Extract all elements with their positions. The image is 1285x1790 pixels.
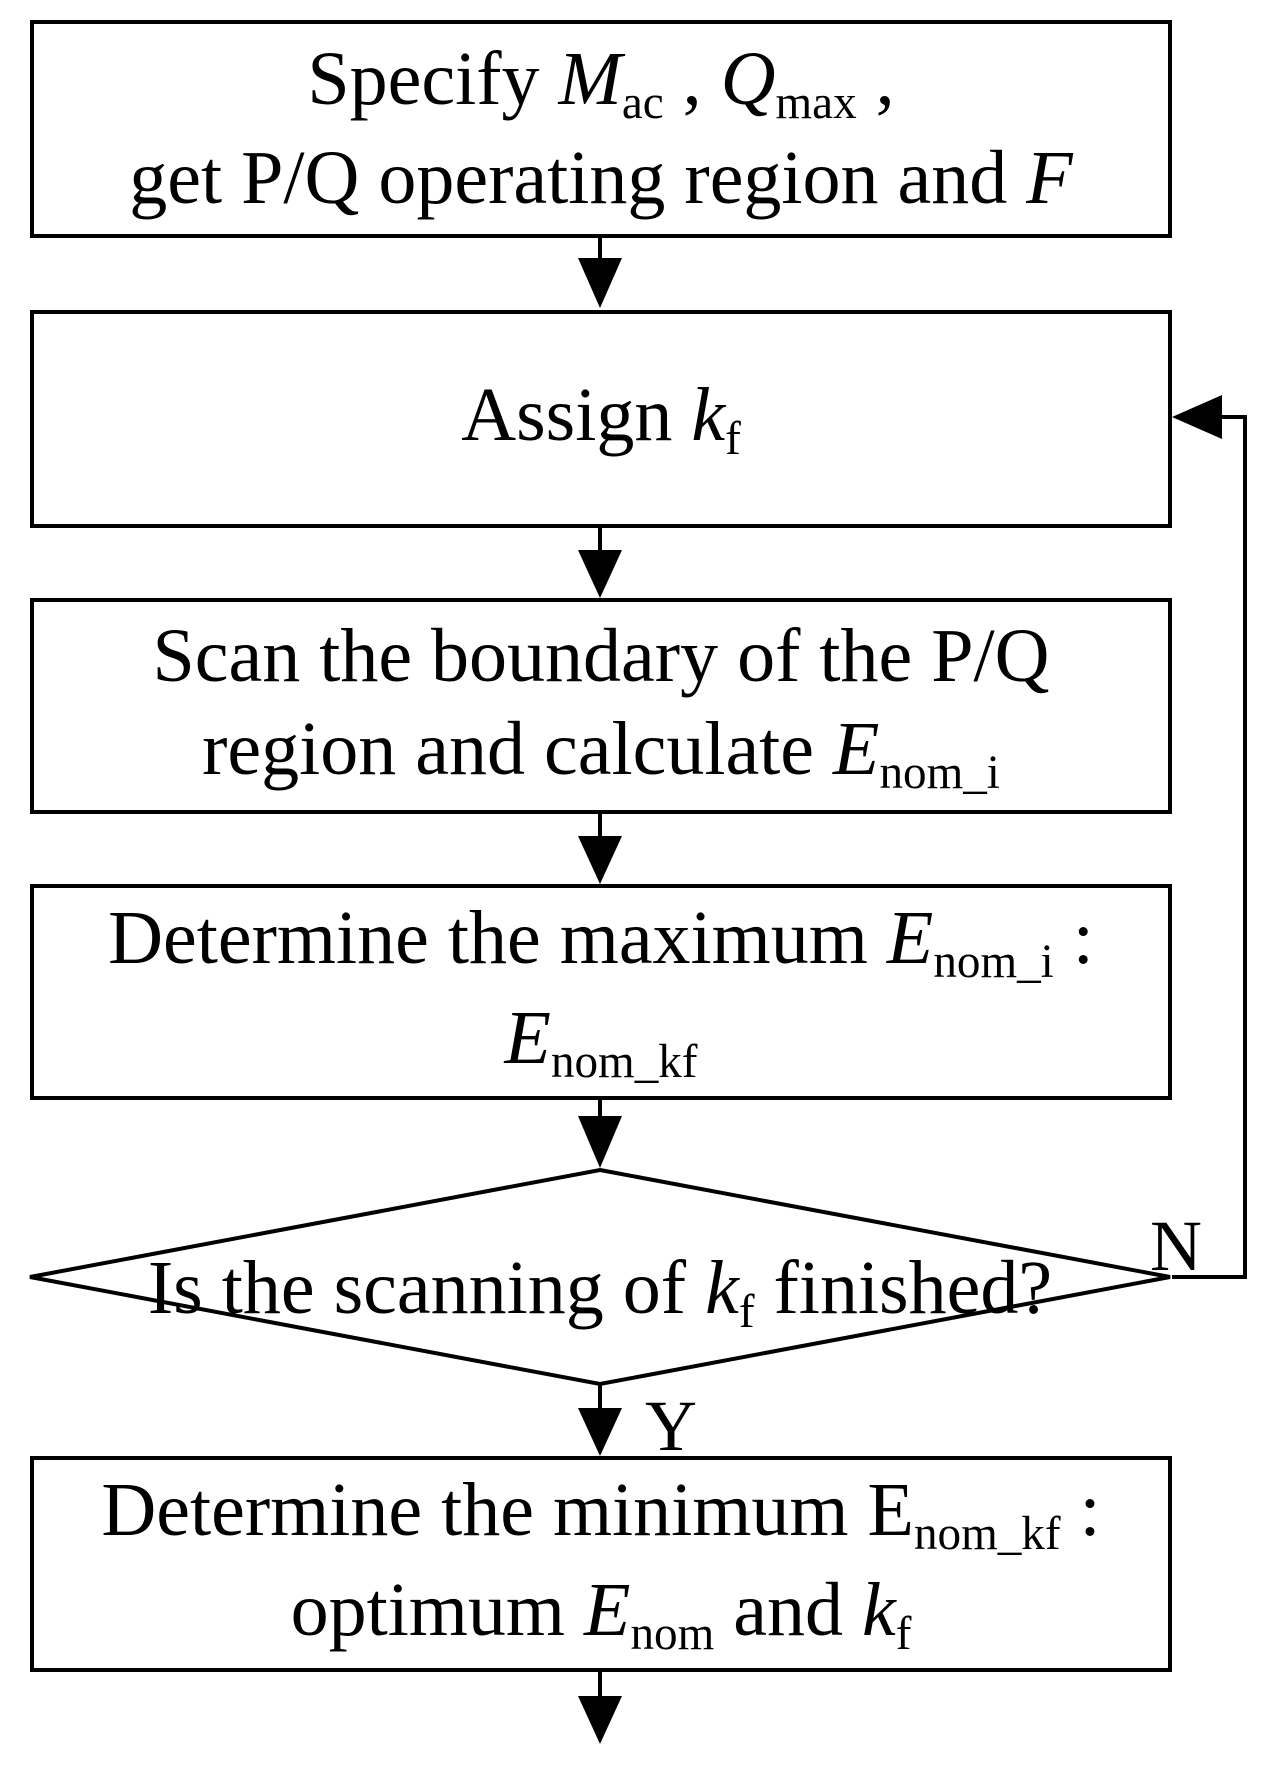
text: get P/Q operating region and [129, 136, 1027, 221]
sub-nom-kf: nom_kf [913, 1508, 1061, 1561]
step-specify-box: Specify Mac , Qmax , get P/Q operating r… [30, 20, 1172, 238]
step-minimum-box: Determine the minimum Enom_kf : optimum … [30, 1456, 1172, 1672]
var-e: E [504, 996, 551, 1080]
arrowhead-2-to-3 [578, 550, 622, 598]
step-maximum-box: Determine the maximum Enom_i : Enom_kf [30, 884, 1172, 1100]
text: optimum [290, 1568, 585, 1652]
text: Determine the minimum E [101, 1468, 914, 1553]
var-e: E [886, 896, 934, 981]
var-e: E [584, 1568, 631, 1652]
var-e: E [833, 706, 880, 791]
step-assign-line: Assign kf [461, 369, 741, 469]
text: Determine the maximum [108, 896, 887, 981]
sub-nom-i: nom_i [933, 936, 1054, 989]
text: region and calculate [202, 706, 834, 791]
step-minimum-line2: optimum Enom and kf [291, 1564, 912, 1664]
text: , [856, 36, 895, 121]
text: , [663, 36, 721, 121]
text: : [1053, 896, 1094, 981]
arrowhead-3-to-4 [578, 836, 622, 884]
sub-f: f [738, 1286, 755, 1339]
decision-text: Is the scanning of kf finished? [40, 1245, 1160, 1339]
sub-ac: ac [621, 76, 664, 129]
text: Is the scanning of [147, 1246, 706, 1330]
step-assign-box: Assign kf [30, 310, 1172, 528]
step-scan-box: Scan the boundary of the P/Q region and … [30, 598, 1172, 814]
step-maximum-line2: Enom_kf [505, 992, 698, 1092]
var-q: Q [720, 36, 776, 121]
text: Assign [461, 373, 692, 458]
label-no: N [1150, 1206, 1202, 1286]
text: : [1060, 1468, 1101, 1553]
step-scan-line1: Scan the boundary of the P/Q [152, 613, 1050, 698]
sub-max: max [775, 76, 857, 129]
text: and [714, 1568, 862, 1652]
arrowhead-5-out [578, 1696, 622, 1744]
sub-nom-i: nom_i [879, 746, 1000, 799]
text: Specify [307, 36, 559, 121]
var-m: M [558, 36, 622, 121]
sub-nom-kf: nom_kf [550, 1036, 698, 1089]
step-maximum-line1: Determine the maximum Enom_i : [108, 892, 1094, 992]
loop-back-arrowhead [1172, 395, 1222, 439]
text: finished? [754, 1246, 1053, 1330]
label-yes: Y [645, 1386, 697, 1466]
arrowhead-4-to-decision [578, 1116, 622, 1168]
var-k: k [861, 1568, 896, 1652]
sub-nom: nom [630, 1608, 715, 1661]
step-specify-line1: Specify Mac , Qmax , [307, 33, 894, 133]
decision-diamond [29, 1167, 1171, 1387]
step-scan-line2: region and calculate Enom_i [202, 703, 1000, 803]
loop-back-line [1172, 415, 1247, 1279]
arrowhead-decision-to-5 [578, 1408, 622, 1456]
step-minimum-line1: Determine the minimum Enom_kf : [101, 1464, 1100, 1564]
var-f: F [1026, 136, 1073, 221]
var-k: k [691, 373, 726, 458]
step-specify-line2: get P/Q operating region and F [129, 132, 1072, 225]
var-k: k [705, 1246, 739, 1330]
arrowhead-1-to-2 [578, 258, 622, 308]
sub-f: f [895, 1608, 912, 1661]
sub-f: f [725, 413, 741, 466]
